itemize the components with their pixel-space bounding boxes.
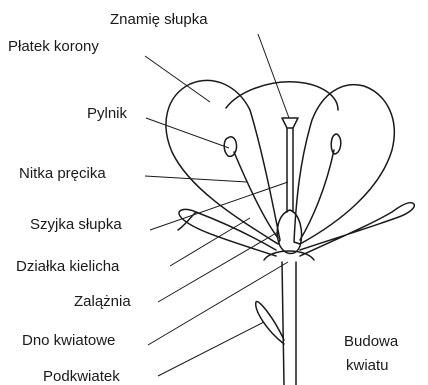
right-sepal [300, 203, 414, 256]
stigma [282, 118, 298, 128]
leader-sepal [170, 218, 250, 266]
label-sepal: Działka kielicha [16, 258, 120, 275]
label-style: Szyjka słupka [30, 216, 122, 233]
right-petal [294, 85, 394, 244]
label-stigma: Znamię słupka [110, 11, 208, 28]
caption-line-2: kwiatu [346, 357, 389, 374]
label-petal: Płatek korony [8, 38, 99, 55]
label-receptacle: Dno kwiatowe [22, 332, 115, 349]
leader-petal [145, 56, 210, 102]
bract [256, 301, 284, 344]
caption-line-1: Budowa [344, 333, 399, 350]
diagram-caption: Budowa kwiatu [344, 333, 399, 374]
leader-lines [145, 34, 289, 376]
leader-anther [146, 118, 229, 148]
label-ovary: Zalążnia [74, 293, 131, 310]
label-anther: Pylnik [87, 105, 128, 122]
back-petal [226, 82, 338, 110]
pistil-style [287, 128, 293, 212]
leader-ovary [158, 232, 278, 302]
stem-left-edge [282, 262, 284, 385]
right-anther [331, 134, 341, 154]
ovary [277, 210, 301, 254]
leader-receptacle [148, 262, 288, 345]
leader-stigma [258, 34, 289, 118]
leader-filament [145, 176, 247, 182]
label-filament: Nitka pręcika [19, 165, 106, 182]
label-bract: Podkwiatek [43, 368, 120, 385]
part-labels: Znamię słupka Płatek korony Pylnik Nitka… [8, 11, 208, 385]
